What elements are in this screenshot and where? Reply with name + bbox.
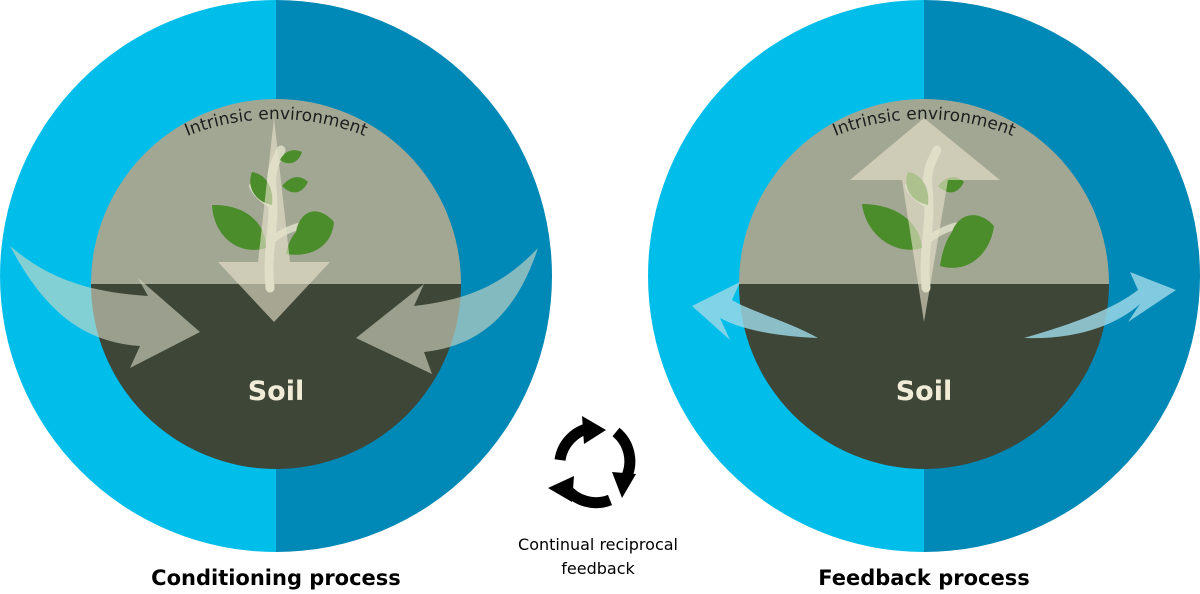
- upward-arrow-icon: [850, 118, 1000, 322]
- feedback-panel: Extrinsic abiotic environment Extrinsic …: [597, 0, 1200, 590]
- cycle-arrows-icon: [548, 416, 636, 509]
- downward-arrow-icon: [218, 118, 330, 322]
- biotic-outflow-arrow-icon: [1024, 272, 1176, 339]
- abiotic-outflow-arrow-icon: [692, 282, 818, 340]
- feedback-process-title: Feedback process: [818, 566, 1029, 590]
- conditioning-panel: Extrinsic abiotic environment Extrinsic …: [0, 0, 603, 590]
- biotic-inflow-arrow-icon: [356, 248, 538, 374]
- soil-label: Soil: [248, 376, 305, 407]
- cycle-caption-line1: Continual reciprocal: [518, 535, 678, 554]
- cycle-caption-line2: feedback: [561, 559, 635, 578]
- soil-label: Soil: [896, 376, 953, 407]
- conditioning-process-title: Conditioning process: [151, 566, 401, 590]
- abiotic-inflow-arrow-icon: [10, 246, 200, 368]
